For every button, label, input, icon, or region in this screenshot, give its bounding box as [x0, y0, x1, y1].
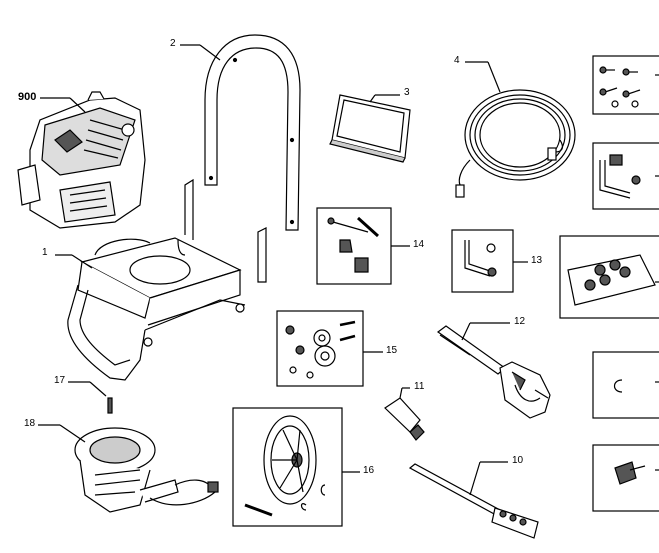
kit-box-connector: [592, 444, 659, 512]
callout-10: 10: [512, 455, 524, 466]
pump-part: [74, 427, 219, 513]
callout-2: 2: [170, 38, 176, 49]
callout-13: 13: [531, 255, 543, 266]
callout-3: 3: [404, 87, 410, 98]
hose-part: [455, 89, 576, 198]
wheel-kit-box: [232, 407, 343, 527]
lance-part: [408, 463, 539, 539]
kit-box-wand-fitting: [592, 142, 659, 210]
callout-18: 18: [24, 418, 36, 429]
nozzle-part: [384, 397, 425, 441]
spray-gun-part: [436, 325, 551, 419]
handle-part: [204, 34, 301, 231]
kit-14-box: [316, 207, 392, 285]
callout-4: 4: [454, 55, 460, 66]
callout-11: 11: [414, 381, 425, 392]
kit-13-box: [451, 229, 514, 293]
pin-part: [107, 397, 113, 414]
callout-12: 12: [514, 316, 526, 327]
kit-box-nozzle-bag: [559, 235, 659, 319]
engine-part: [17, 91, 146, 229]
callout-1: 1: [42, 247, 48, 258]
frame-part: [67, 178, 267, 381]
callout-14: 14: [413, 239, 425, 250]
panel-part: [329, 94, 411, 163]
callout-900: 900: [18, 91, 37, 103]
kit-15-box: [276, 310, 364, 387]
callout-17: 17: [54, 375, 66, 386]
callout-16: 16: [363, 465, 375, 476]
kit-box-clip: [592, 351, 659, 419]
kit-box-screws: [592, 55, 659, 115]
callout-15: 15: [386, 345, 398, 356]
